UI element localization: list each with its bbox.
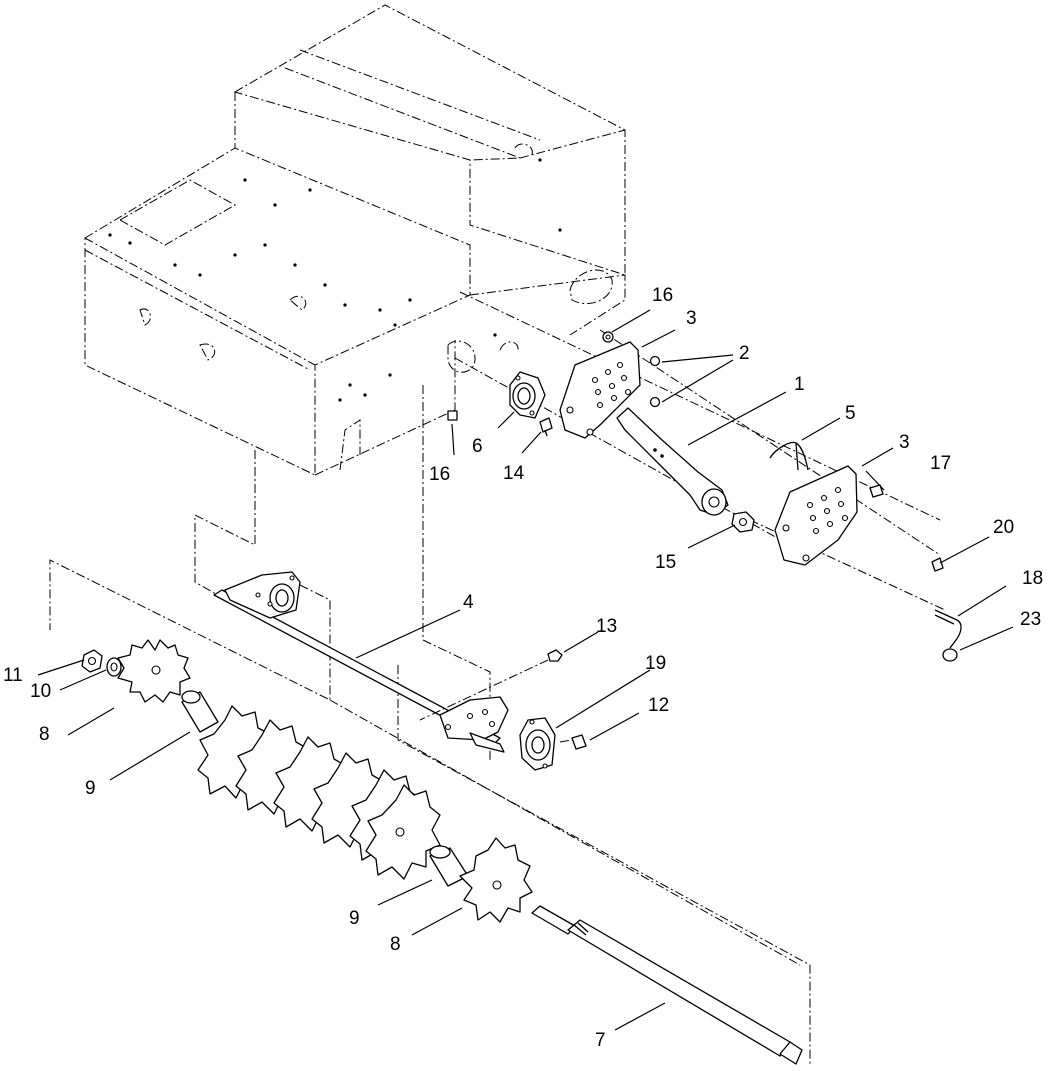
callout-4: 4 <box>463 592 474 613</box>
callout-20: 20 <box>993 517 1014 538</box>
callout-2: 2 <box>739 343 750 364</box>
callout-3-left: 3 <box>686 308 697 329</box>
callout-14: 14 <box>503 463 525 484</box>
callout-13: 13 <box>596 616 617 637</box>
part-4-shaft-assembly <box>213 571 509 753</box>
part-15-nut <box>731 511 755 533</box>
part-10-washer <box>106 657 122 677</box>
callout-8-right: 8 <box>390 934 401 955</box>
callout-15: 15 <box>655 552 676 573</box>
tine-disk-stack <box>197 705 441 880</box>
callout-9-left: 9 <box>85 778 96 799</box>
callout-10: 10 <box>30 681 51 702</box>
part-11-nut <box>81 649 103 673</box>
part-3-plate-right <box>774 465 858 566</box>
callout-16-upper: 16 <box>652 285 673 306</box>
part-20-bolt <box>931 557 944 572</box>
part-9-spacer-left <box>181 690 219 733</box>
callout-23: 23 <box>1020 609 1041 630</box>
part-8-tine-disk-left <box>117 639 191 703</box>
callout-3-right: 3 <box>899 432 910 453</box>
leader-lines <box>37 309 1014 1031</box>
callout-19: 19 <box>645 653 666 674</box>
frame-holes <box>108 158 562 402</box>
part-3-plate-left <box>559 341 641 439</box>
part-9-spacer-right <box>429 845 469 887</box>
callout-7: 7 <box>595 1030 606 1051</box>
part-18-l-pin <box>934 609 962 649</box>
callout-6: 6 <box>472 436 483 457</box>
callout-18: 18 <box>1022 568 1043 589</box>
part-1-lever-arm <box>616 407 729 516</box>
callout-16-lower: 16 <box>429 464 450 485</box>
part-7-long-shaft <box>531 905 803 1065</box>
part-23-ring <box>942 648 958 662</box>
part-5-hairpin <box>769 441 809 471</box>
callout-8-left: 8 <box>39 724 50 745</box>
part-16-nut-lower <box>447 410 458 421</box>
part-19-flange-bearing <box>519 717 556 771</box>
callout-11: 11 <box>3 665 23 686</box>
part-6-flange-bearing <box>509 371 546 419</box>
part-17-bolt <box>869 484 884 498</box>
part-13-nut <box>419 649 563 721</box>
callout-1: 1 <box>794 374 805 395</box>
machine-frame-phantom <box>49 4 811 1065</box>
part-8-tine-disk-right <box>459 837 533 923</box>
callout-labels: 16 3 2 1 5 3 17 6 14 16 15 20 18 23 13 1… <box>3 285 1043 1051</box>
part-16-bolt-upper <box>602 331 614 343</box>
callout-17: 17 <box>930 453 951 474</box>
callout-5: 5 <box>845 403 856 424</box>
callout-12: 12 <box>648 695 669 716</box>
callout-9-right: 9 <box>349 908 360 929</box>
part-12-bolt <box>559 734 587 750</box>
part-2-spacers <box>649 355 661 408</box>
part-14-bolt <box>539 417 553 437</box>
